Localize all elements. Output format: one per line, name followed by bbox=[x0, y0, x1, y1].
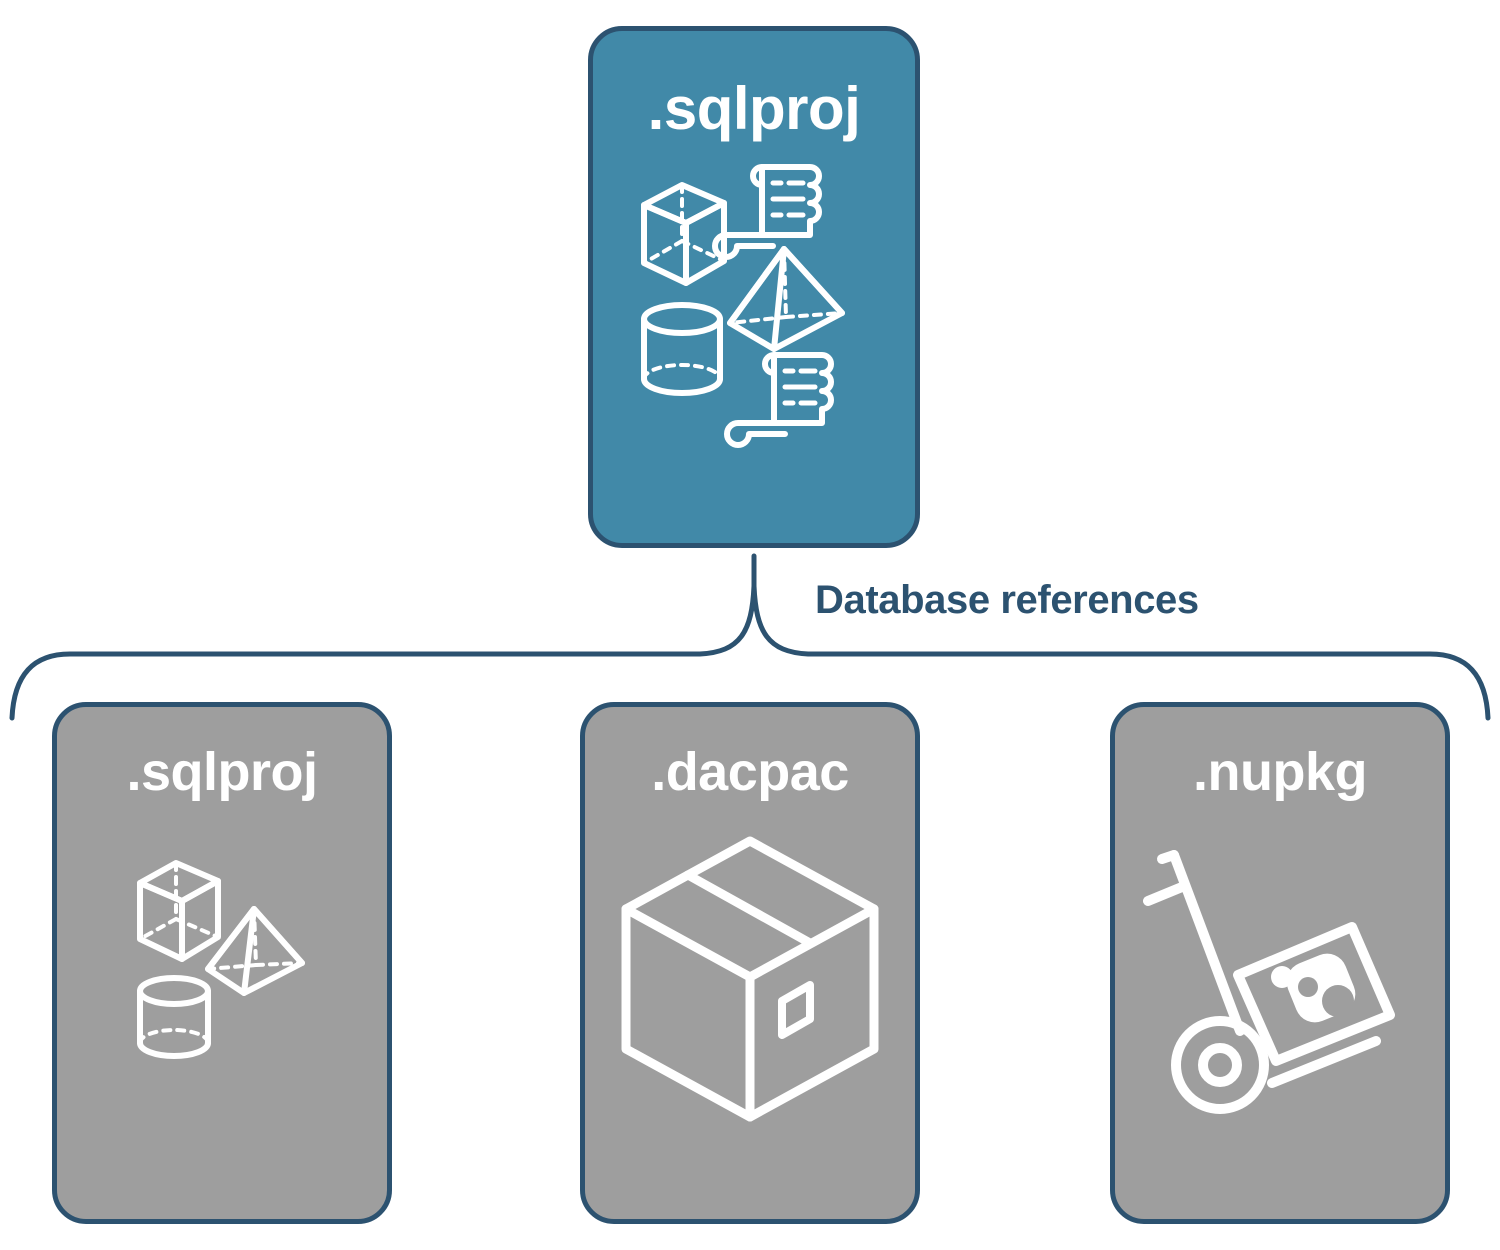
cylinder-wireframe-icon bbox=[137, 975, 211, 1059]
node-nupkg[interactable]: .nupkg bbox=[1110, 702, 1450, 1224]
pyramid-wireframe-icon bbox=[727, 246, 845, 352]
scroll-icon bbox=[712, 164, 822, 260]
brace-connector bbox=[9, 553, 1491, 721]
node-dacpac[interactable]: .dacpac bbox=[580, 702, 920, 1224]
pyramid-wireframe-icon bbox=[205, 906, 305, 996]
nuget-glyph bbox=[1286, 953, 1356, 1023]
wheel-hub bbox=[1198, 1043, 1242, 1087]
node-sqlproj-reference-label: .sqlproj bbox=[126, 742, 318, 802]
sqlproj-reference-icon-group bbox=[137, 860, 305, 1059]
node-sqlproj-reference[interactable]: .sqlproj bbox=[52, 702, 392, 1224]
node-sqlproj-reference-artwork bbox=[102, 847, 342, 1077]
node-sqlproj-source-artwork bbox=[634, 157, 874, 448]
brace-left-arm bbox=[9, 583, 757, 721]
nuget-glyph-holes bbox=[1298, 977, 1354, 1017]
scroll-icon bbox=[724, 352, 834, 448]
cube-wireframe-icon bbox=[641, 182, 727, 286]
node-sqlproj-source[interactable]: .sqlproj bbox=[588, 26, 920, 548]
hand-truck-package-icon bbox=[1143, 850, 1395, 1114]
sqlproj-icon-group bbox=[641, 164, 845, 448]
node-nupkg-label: .nupkg bbox=[1193, 742, 1367, 802]
cylinder-wireframe-icon bbox=[641, 302, 723, 396]
node-dacpac-label: .dacpac bbox=[651, 742, 849, 802]
node-dacpac-artwork bbox=[610, 829, 890, 1129]
cube-wireframe-icon bbox=[137, 860, 221, 962]
package-box-icon bbox=[621, 836, 879, 1122]
wheel-outer bbox=[1171, 1016, 1269, 1114]
brace-label: Database references bbox=[815, 578, 1199, 622]
node-nupkg-artwork bbox=[1140, 835, 1420, 1125]
node-sqlproj-source-label: .sqlproj bbox=[647, 75, 861, 142]
nuget-glyph-dot bbox=[1271, 966, 1293, 988]
